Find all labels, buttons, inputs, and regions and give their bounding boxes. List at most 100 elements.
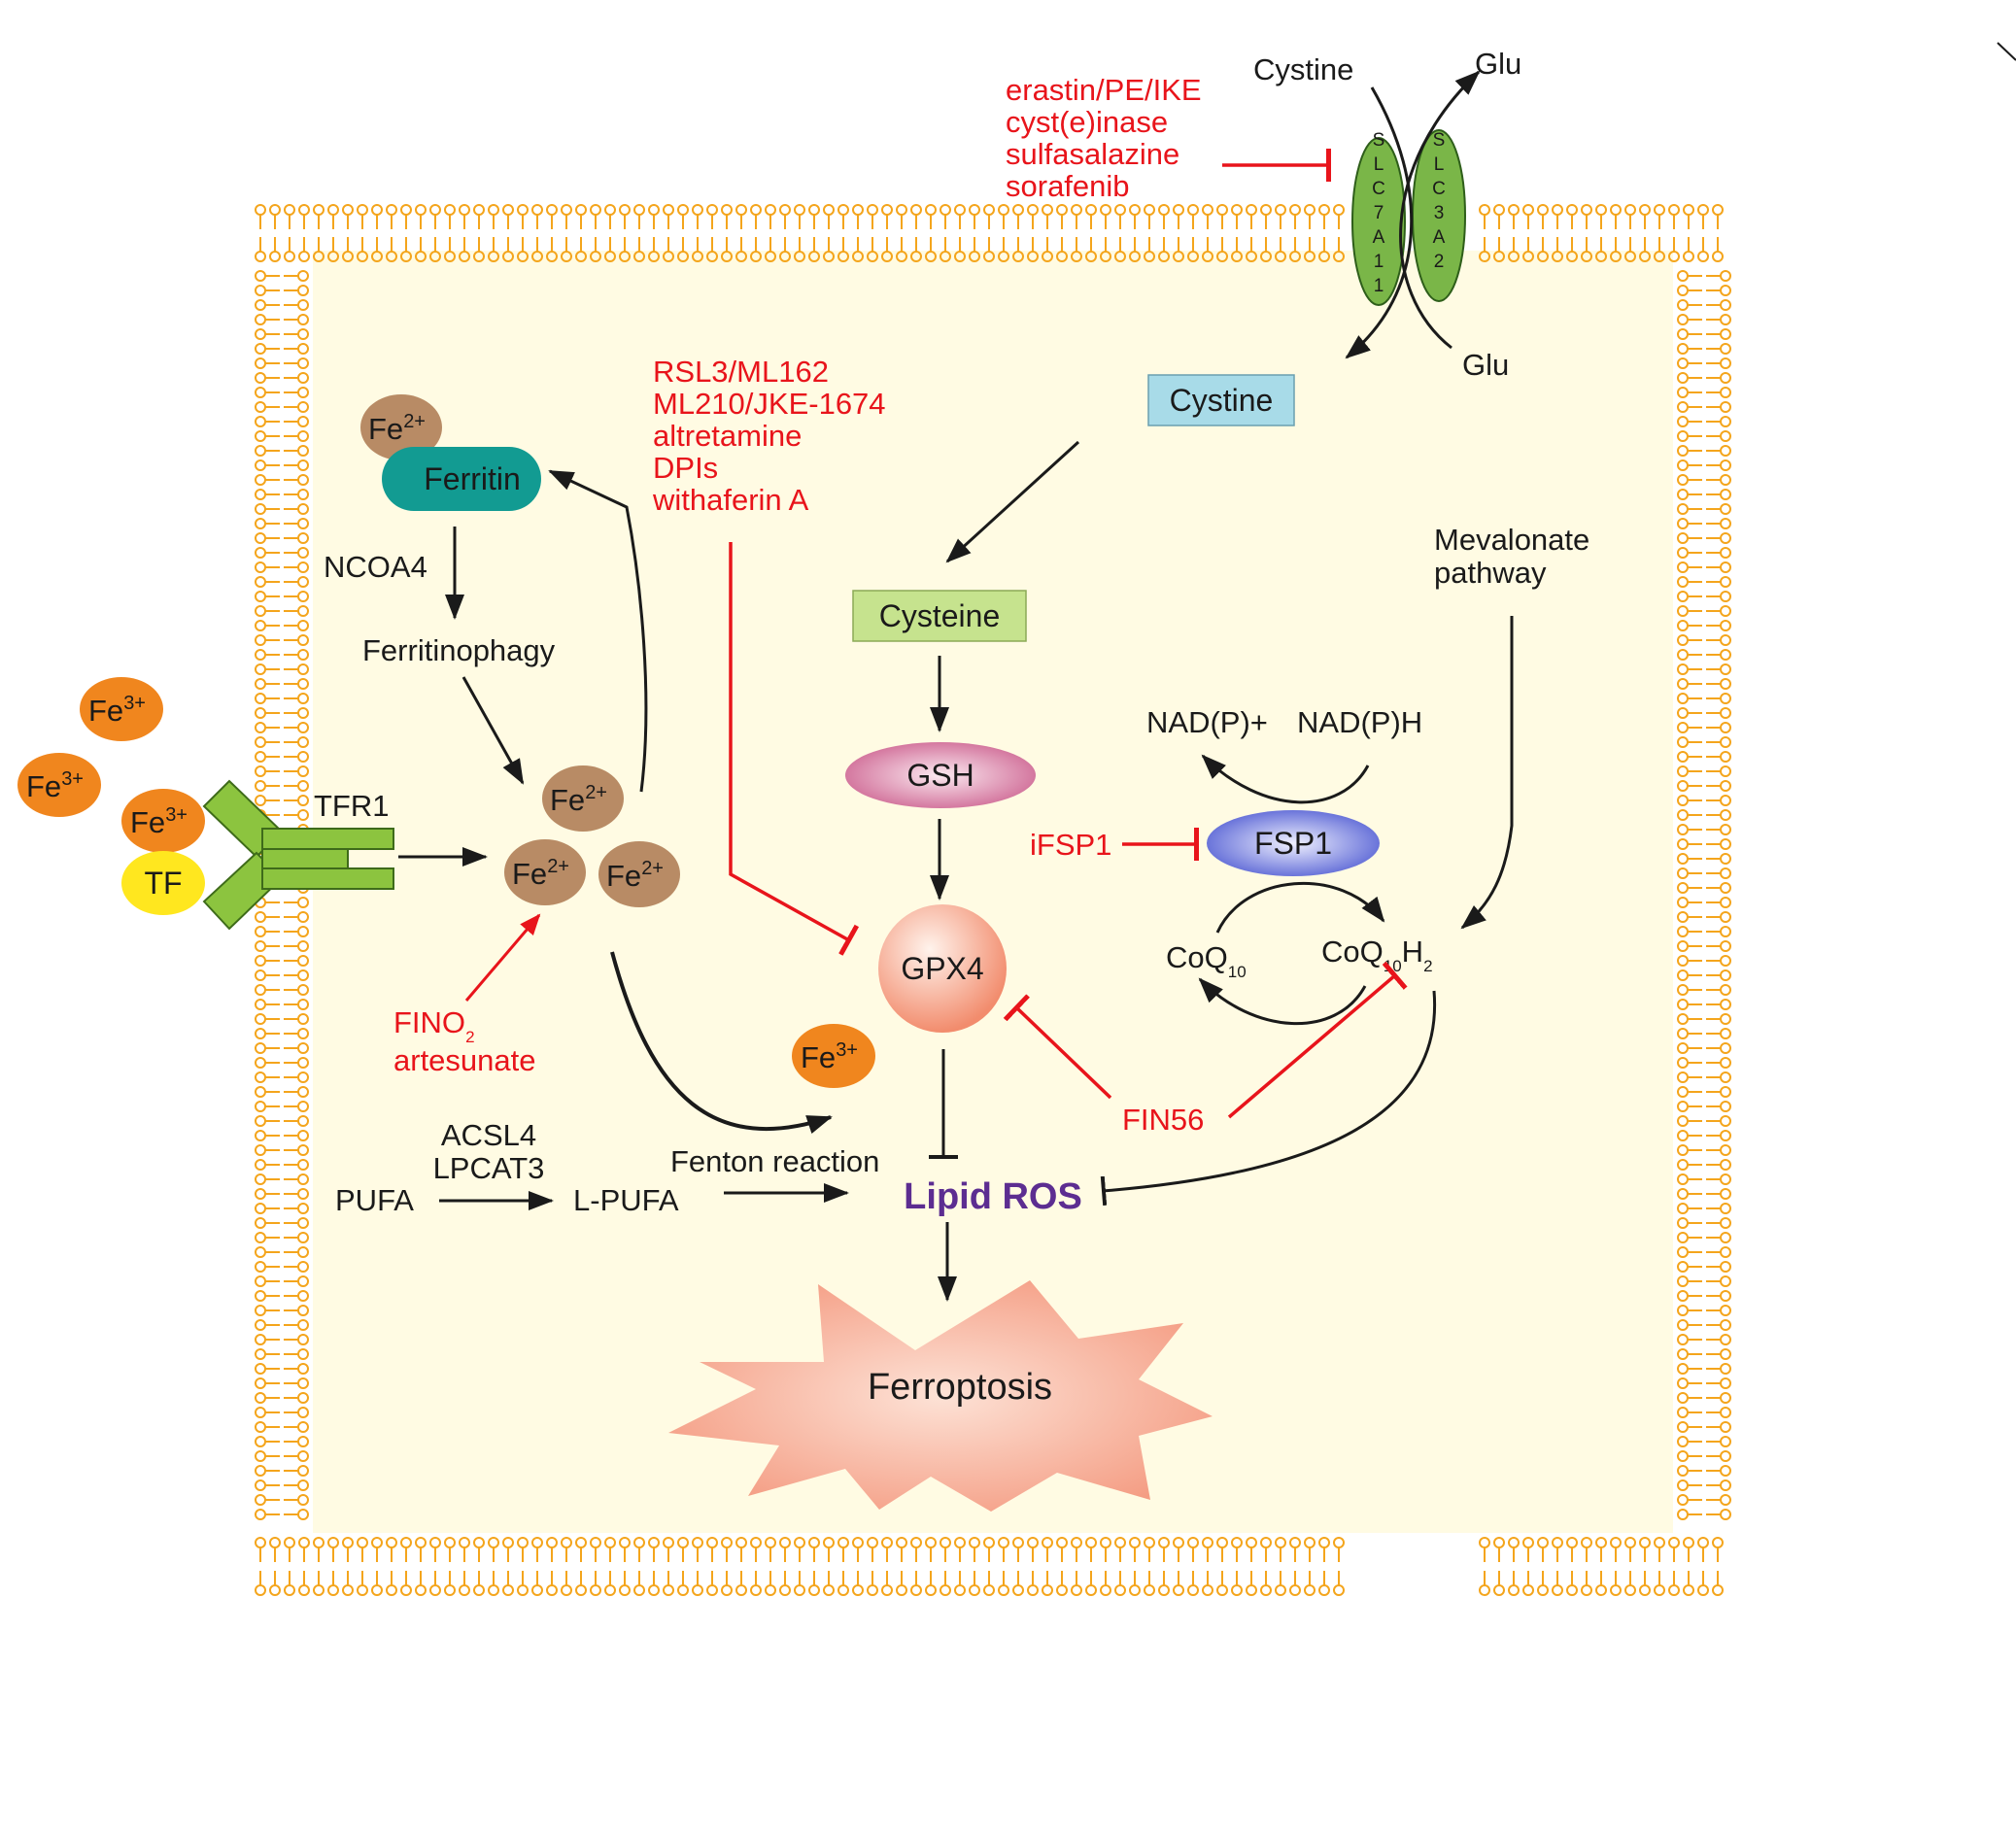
membrane-lipid bbox=[1566, 237, 1578, 262]
membrane-lipid bbox=[663, 204, 674, 229]
membrane-lipid bbox=[284, 809, 309, 821]
membrane-lipid bbox=[1677, 1173, 1702, 1185]
svg-text:Fe3+: Fe3+ bbox=[26, 768, 84, 803]
slc7a11-letter: 1 bbox=[1374, 252, 1384, 272]
membrane-lipid bbox=[284, 474, 309, 486]
membrane-lipid bbox=[255, 707, 280, 719]
membrane-lipid bbox=[1677, 999, 1702, 1010]
membrane-lipid bbox=[1479, 1537, 1490, 1562]
membrane-lipid bbox=[284, 1159, 309, 1171]
gpx4-label: GPX4 bbox=[901, 951, 983, 986]
membrane-lipid bbox=[896, 237, 907, 262]
nadp-plus-label: NAD(P)+ bbox=[1146, 705, 1268, 739]
membrane-lipid bbox=[284, 1261, 309, 1273]
membrane-lipid bbox=[633, 1571, 645, 1596]
membrane-lipid bbox=[1275, 1571, 1286, 1596]
membrane-lipid bbox=[954, 1571, 966, 1596]
membrane-lipid bbox=[1012, 1571, 1024, 1596]
membrane-lipid bbox=[1706, 328, 1731, 340]
glu-intracellular-label: Glu bbox=[1462, 348, 1509, 382]
membrane-lipid bbox=[255, 693, 280, 704]
membrane-lipid bbox=[1677, 1509, 1702, 1520]
membrane-lipid bbox=[284, 357, 309, 369]
membrane-lipid bbox=[663, 1571, 674, 1596]
membrane-lipid bbox=[619, 1571, 631, 1596]
membrane-lipid bbox=[1654, 1571, 1665, 1596]
membrane-lipid bbox=[1677, 1217, 1702, 1229]
membrane-lipid bbox=[1706, 547, 1731, 559]
membrane-lipid bbox=[1012, 237, 1024, 262]
intracellular-fe3: Fe3+ bbox=[792, 1024, 875, 1088]
membrane-lipid bbox=[881, 204, 893, 229]
membrane-lipid bbox=[1677, 1436, 1702, 1447]
membrane-lipid bbox=[1318, 1571, 1330, 1596]
fsp1-label: FSP1 bbox=[1254, 826, 1332, 861]
membrane-lipid bbox=[1706, 1246, 1731, 1258]
membrane-lipid bbox=[255, 736, 280, 748]
membrane-lipid bbox=[575, 237, 587, 262]
membrane-lipid bbox=[1071, 1571, 1082, 1596]
membrane-lipid bbox=[255, 357, 280, 369]
gsh-node bbox=[845, 742, 1036, 808]
membrane-lipid bbox=[1706, 1232, 1731, 1243]
membrane-lipid bbox=[255, 1319, 280, 1331]
membrane-lipid bbox=[1595, 237, 1607, 262]
membrane-lipid bbox=[255, 1203, 280, 1214]
membrane-lipid bbox=[269, 1537, 281, 1562]
membrane-lipid bbox=[1114, 237, 1126, 262]
membrane-lipid bbox=[1100, 237, 1111, 262]
gpx4-inhibitor-list: RSL3/ML162 ML210/JKE-1674 altretamine DP… bbox=[652, 355, 886, 517]
slc3a2-letter: 2 bbox=[1434, 252, 1445, 272]
membrane-lipid bbox=[1706, 1363, 1731, 1375]
membrane-lipid bbox=[1677, 1115, 1702, 1127]
membrane-lipid bbox=[1085, 204, 1097, 229]
membrane-lipid bbox=[1706, 693, 1731, 704]
membrane-lipid bbox=[1677, 736, 1702, 748]
lpufa-label: L-PUFA bbox=[573, 1183, 679, 1217]
membrane-lipid bbox=[284, 459, 309, 471]
membrane-lipid bbox=[910, 1571, 922, 1596]
membrane-lipid bbox=[823, 1571, 835, 1596]
membrane-lipid bbox=[1260, 1571, 1272, 1596]
membrane-lipid bbox=[1056, 204, 1068, 229]
membrane-lipid bbox=[1677, 532, 1702, 544]
membrane-lipid bbox=[1706, 1377, 1731, 1389]
membrane-lipid bbox=[255, 503, 280, 515]
membrane-lipid bbox=[546, 1571, 558, 1596]
cystine-intracellular-label: Cystine bbox=[1170, 383, 1274, 418]
transferrin: TF bbox=[121, 851, 205, 915]
membrane-lipid bbox=[429, 1571, 441, 1596]
membrane-lipid bbox=[1158, 204, 1170, 229]
membrane-lipid bbox=[1056, 237, 1068, 262]
membrane-lipid bbox=[1706, 751, 1731, 763]
fe2-pool-left: Fe2+ bbox=[504, 839, 586, 905]
membrane-lipid bbox=[1639, 1571, 1651, 1596]
membrane-lipid bbox=[1522, 237, 1534, 262]
membrane-lipid bbox=[255, 1348, 280, 1360]
membrane-lipid bbox=[648, 237, 660, 262]
membrane-lipid bbox=[1304, 204, 1316, 229]
membrane-lipid bbox=[255, 518, 280, 529]
membrane-lipid bbox=[1129, 1571, 1141, 1596]
membrane-lipid bbox=[284, 634, 309, 646]
membrane-lipid bbox=[677, 237, 689, 262]
mevalonate-label-line1: Mevalonate bbox=[1434, 523, 1589, 557]
membrane-lipid bbox=[255, 1537, 266, 1562]
membrane-lipid bbox=[255, 1305, 280, 1316]
membrane-lipid bbox=[1706, 1494, 1731, 1506]
membrane-lipid bbox=[488, 237, 499, 262]
membrane-lipid bbox=[255, 299, 280, 311]
membrane-lipid bbox=[1581, 204, 1592, 229]
membrane-lipid bbox=[925, 237, 937, 262]
membrane-lipid bbox=[619, 1537, 631, 1562]
membrane-lipid bbox=[517, 204, 529, 229]
membrane-lipid bbox=[1706, 1319, 1731, 1331]
membrane-lipid bbox=[1677, 955, 1702, 967]
membrane-lipid bbox=[284, 1013, 309, 1025]
slc7a11-letter: C bbox=[1372, 179, 1385, 199]
membrane-lipid bbox=[1677, 1465, 1702, 1477]
membrane-lipid bbox=[648, 1537, 660, 1562]
membrane-lipid bbox=[1677, 634, 1702, 646]
membrane-lipid bbox=[1706, 780, 1731, 792]
membrane-lipid bbox=[1479, 204, 1490, 229]
